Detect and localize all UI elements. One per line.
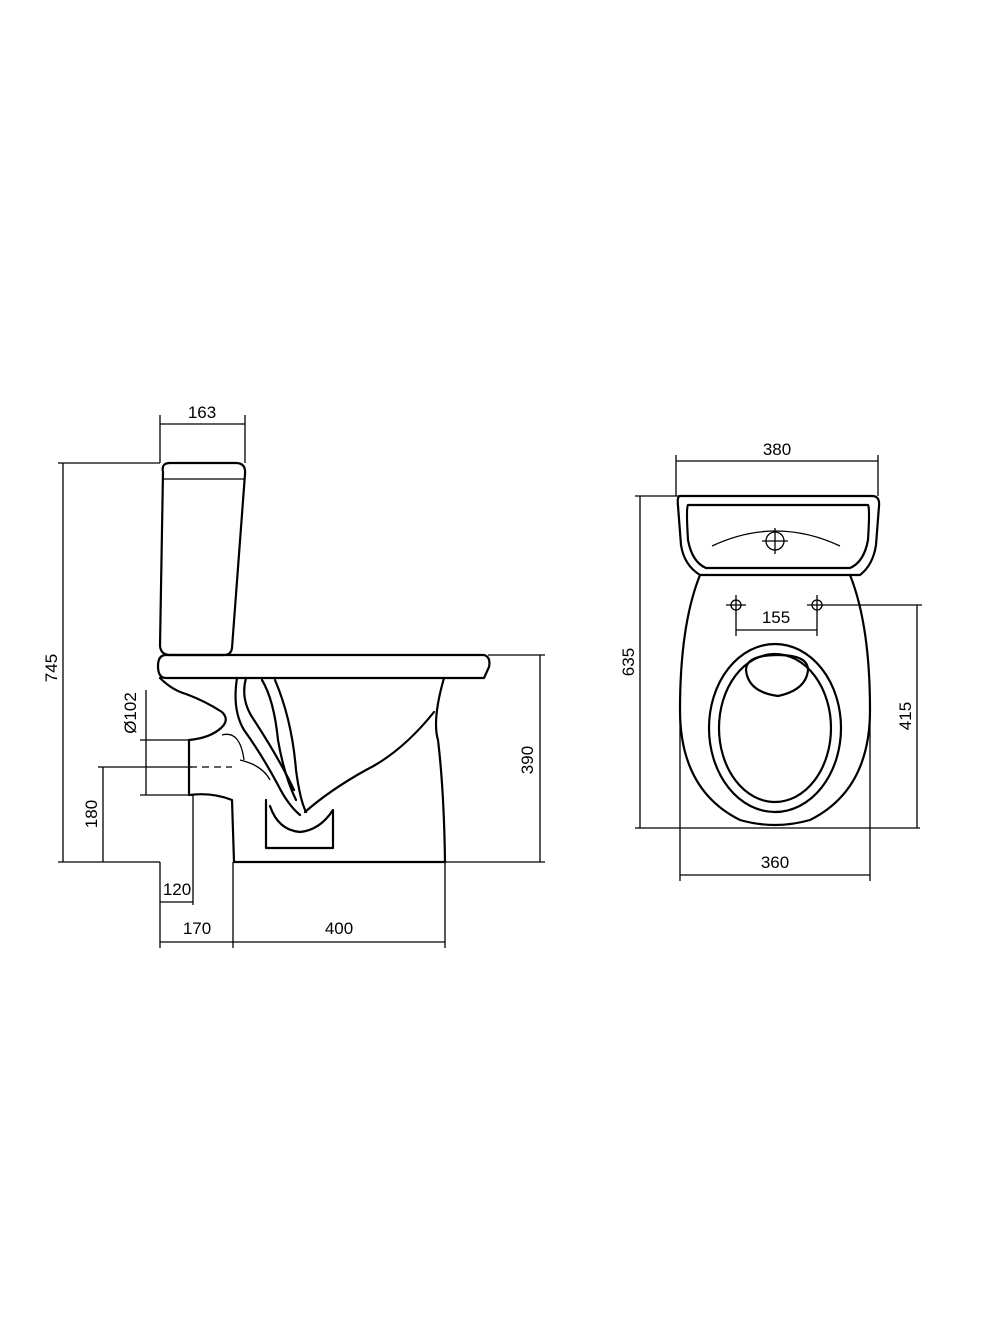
dim-total-width: 380 <box>763 440 791 459</box>
trapway <box>234 676 302 817</box>
bowl-outline <box>158 676 447 864</box>
dim-base-length: 400 <box>325 919 353 938</box>
dim-bowl-width: 360 <box>761 853 789 872</box>
cistern <box>158 461 247 657</box>
dim-seat-height: 390 <box>518 746 537 774</box>
dim-outlet-diameter: Ø102 <box>121 692 140 734</box>
seat-lid <box>156 653 491 680</box>
cistern-top <box>676 494 881 577</box>
seat-ring <box>707 642 843 814</box>
dim-outlet-offset: 120 <box>163 880 191 899</box>
dim-cistern-depth: 163 <box>188 403 216 422</box>
siphon <box>264 798 335 850</box>
dim-total-depth: 635 <box>619 648 638 676</box>
dim-rear-offset: 170 <box>183 919 211 938</box>
water-spot <box>744 653 810 698</box>
top-view <box>635 455 922 881</box>
side-view <box>58 415 545 948</box>
dim-total-height: 745 <box>42 654 61 682</box>
bowl-top-outline <box>678 573 872 827</box>
dim-outlet-height: 180 <box>82 800 101 828</box>
dim-bowl-depth: 415 <box>896 702 915 730</box>
dim-hinge-spacing: 155 <box>762 608 790 627</box>
